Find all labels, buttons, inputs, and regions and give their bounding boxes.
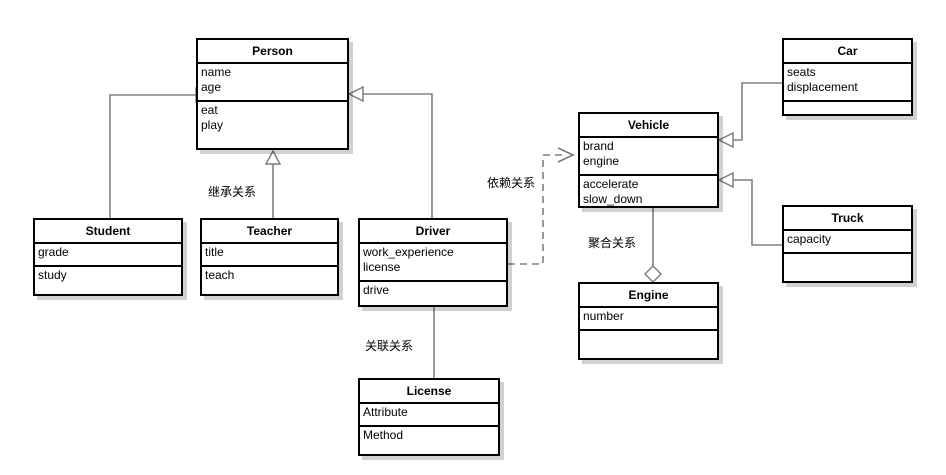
relation-label-association: 关联关系	[365, 339, 414, 353]
class-methods-car	[784, 102, 911, 105]
class-title-car: Car	[784, 40, 911, 64]
class-title-person: Person	[198, 40, 347, 64]
class-attributes-truck: capacity	[784, 231, 911, 254]
class-attributes-teacher: title	[202, 244, 337, 267]
attribute-item: seats	[787, 65, 816, 79]
attribute-item: name	[201, 65, 232, 79]
class-attributes-student: grade	[35, 244, 181, 267]
attribute-item: age	[201, 80, 222, 94]
method-item: play	[201, 118, 224, 132]
attribute-item: grade	[38, 245, 69, 259]
hollow-triangle-arrowhead	[717, 171, 734, 189]
hollow-diamond-arrowhead	[644, 265, 662, 283]
class-methods-truck	[784, 254, 911, 257]
edge-truck-inherits-vehicle	[717, 171, 782, 246]
class-attributes-person: name age	[198, 64, 347, 102]
attribute-item: engine	[583, 154, 620, 168]
attribute-item: number	[583, 309, 624, 323]
class-box-truck[interactable]: Truck capacity	[782, 205, 913, 283]
class-title-truck: Truck	[784, 207, 911, 231]
class-attributes-driver: work_experience license	[360, 244, 506, 282]
class-title-student: Student	[35, 220, 181, 244]
attribute-item: work_experience	[363, 245, 454, 259]
class-box-engine[interactable]: Engine number	[578, 282, 719, 360]
attribute-item: Attribute	[363, 405, 408, 419]
class-methods-vehicle: accelerate slow_down	[580, 176, 717, 209]
class-methods-driver: drive	[360, 282, 506, 300]
class-methods-student: study	[35, 267, 181, 285]
edge-student-inherits-person	[109, 86, 212, 218]
relation-label-aggregation: 聚合关系	[588, 236, 637, 250]
method-item: study	[38, 268, 67, 282]
edge-car-inherits-vehicle	[717, 82, 782, 149]
attribute-item: title	[205, 245, 224, 259]
attribute-item: displacement	[787, 80, 858, 94]
class-box-license[interactable]: License Attribute Method	[358, 378, 500, 456]
class-box-teacher[interactable]: Teacher title teach	[200, 218, 339, 296]
edge-teacher-inherits-person	[264, 149, 282, 218]
method-item: accelerate	[583, 177, 639, 191]
class-box-student[interactable]: Student grade study	[33, 218, 183, 296]
method-item: teach	[205, 268, 235, 282]
class-title-vehicle: Vehicle	[580, 114, 717, 138]
class-methods-person: eat play	[198, 102, 347, 135]
class-box-driver[interactable]: Driver work_experience license drive	[358, 218, 508, 307]
class-attributes-vehicle: brand engine	[580, 138, 717, 176]
hollow-triangle-arrowhead	[264, 149, 282, 165]
class-attributes-license: Attribute	[360, 404, 498, 427]
hollow-triangle-arrowhead	[347, 85, 364, 103]
method-item: slow_down	[583, 192, 643, 206]
class-box-car[interactable]: Car seats displacement	[782, 38, 913, 116]
hollow-triangle-arrowhead	[717, 131, 734, 149]
attribute-item: capacity	[787, 232, 832, 246]
edge-vehicle-aggregates-engine	[644, 208, 662, 283]
class-title-engine: Engine	[580, 284, 717, 308]
class-attributes-car: seats displacement	[784, 64, 911, 102]
class-title-teacher: Teacher	[202, 220, 337, 244]
attribute-item: brand	[583, 139, 614, 153]
class-methods-teacher: teach	[202, 267, 337, 285]
class-methods-engine	[580, 331, 717, 334]
class-attributes-engine: number	[580, 308, 717, 331]
edge-driver-depends-vehicle	[508, 147, 575, 265]
open-arrowhead	[557, 147, 575, 163]
class-box-person[interactable]: Person name age eat play	[196, 38, 349, 150]
class-methods-license: Method	[360, 427, 498, 445]
relation-label-inheritance: 继承关系	[208, 185, 257, 199]
relation-label-dependency: 依赖关系	[487, 176, 536, 190]
attribute-item: license	[363, 260, 401, 274]
edge-driver-inherits-person	[347, 85, 433, 218]
class-title-driver: Driver	[360, 220, 506, 244]
method-item: Method	[363, 428, 404, 442]
method-item: eat	[201, 103, 218, 117]
class-box-vehicle[interactable]: Vehicle brand engine accelerate slow_dow…	[578, 112, 719, 208]
method-item: drive	[363, 283, 390, 297]
class-title-license: License	[360, 380, 498, 404]
